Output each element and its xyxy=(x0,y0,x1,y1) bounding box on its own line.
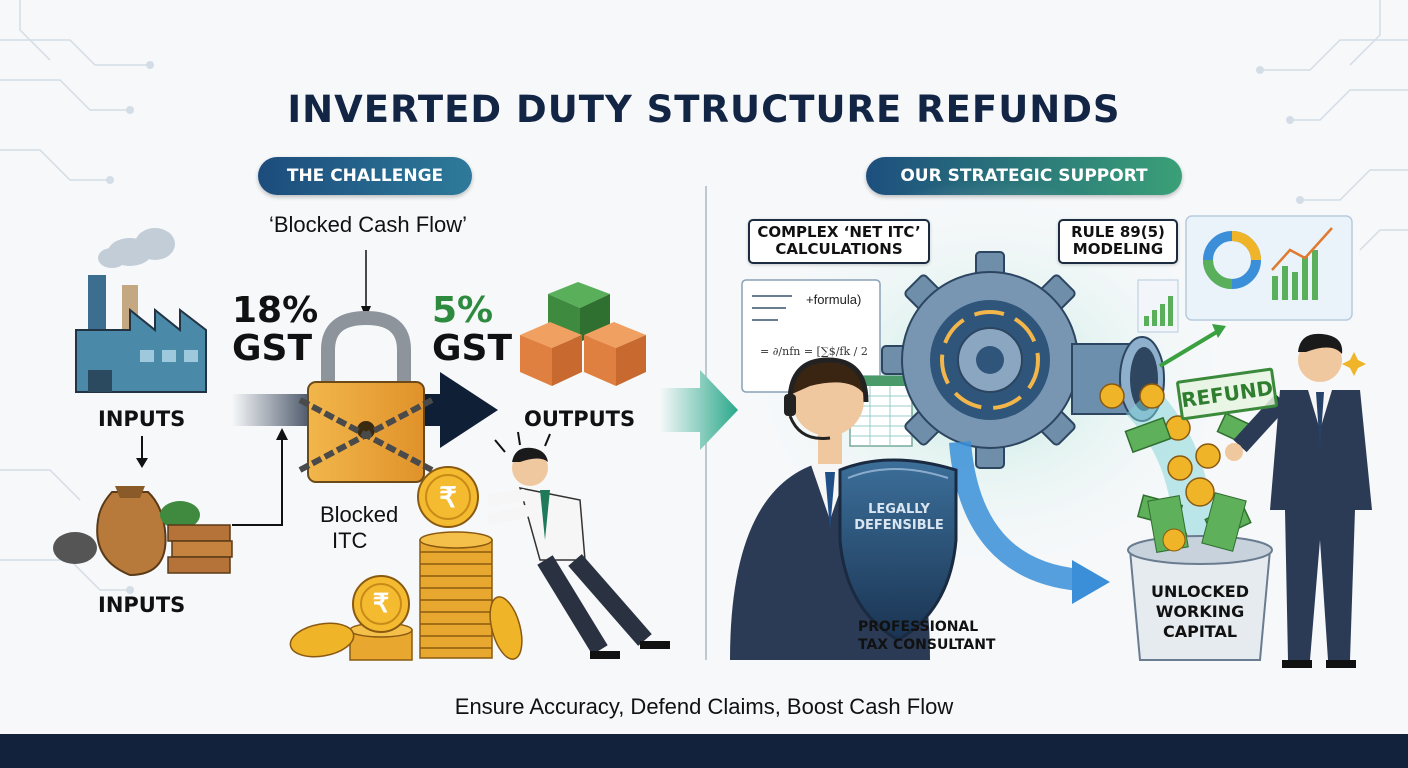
bucket-line3: CAPITAL xyxy=(1162,622,1238,641)
unlocked-working-capital-label: UNLOCKED WORKING CAPITAL xyxy=(1140,582,1260,642)
rupee-coin-icon xyxy=(352,466,479,633)
net-itc-line1: COMPLEX ‘NET ITC’ xyxy=(757,223,921,241)
dashboard-panel xyxy=(1137,215,1353,333)
consultant-line2: TAX CONSULTANT xyxy=(858,637,996,653)
bucket-icon xyxy=(1127,492,1273,661)
consultant-line1: PROFESSIONAL xyxy=(858,619,979,635)
inputs-label-bottom: INPUTS xyxy=(98,593,186,617)
rule-line1: RULE 89(5) xyxy=(1071,223,1165,241)
inputs-label-top: INPUTS xyxy=(98,407,186,431)
blocked-itc-line2: ITC xyxy=(332,528,368,553)
cloud-icon xyxy=(98,228,175,268)
bucket-line2: WORKING xyxy=(1155,602,1245,621)
bucket-line1: UNLOCKED xyxy=(1151,582,1249,601)
shield-icon xyxy=(838,458,958,642)
shield-line1: LEGALLY xyxy=(868,502,930,517)
output-gst-label: GST xyxy=(432,328,513,369)
input-gst-label: GST xyxy=(232,328,313,369)
rupee-symbol-bottom: ₹ xyxy=(372,588,390,618)
raw-materials-icon xyxy=(53,486,233,577)
transition-arrow xyxy=(660,370,738,450)
rule-line2: MODELING xyxy=(1072,240,1164,258)
presenter-businessman-figure xyxy=(1225,333,1372,668)
legally-defensible-label: LEGALLY DEFENSIBLE xyxy=(846,502,952,534)
blocked-itc-line1: Blocked xyxy=(320,502,399,527)
challenge-pill: THE CHALLENGE xyxy=(258,157,472,195)
blocked-itc-label: Blocked ITC xyxy=(320,502,398,554)
input-rate-value: 18% xyxy=(232,290,319,331)
professional-tax-consultant-label: PROFESSIONAL TAX CONSULTANT xyxy=(858,618,995,654)
rupee-symbol-top: ₹ xyxy=(439,482,457,513)
svg-text:= ∂/nfn = [∑$/fk / 2: = ∂/nfn = [∑$/fk / 2 xyxy=(760,345,868,358)
blocked-cash-flow-quote: ‘Blocked Cash Flow’ xyxy=(268,212,468,237)
padlock-icon xyxy=(298,310,434,483)
sparkle-icon xyxy=(1342,352,1366,376)
output-rate-value: 5% xyxy=(432,290,494,331)
tagline: Ensure Accuracy, Defend Claims, Boost Ca… xyxy=(454,694,954,719)
factory-icon xyxy=(75,275,207,393)
page-title: INVERTED DUTY STRUCTURE REFUNDS xyxy=(287,88,1121,131)
net-itc-line2: CALCULATIONS xyxy=(775,240,903,258)
support-illustration: = ∂/nfn = [∑$/fk / 2 xyxy=(660,180,1372,668)
rule-89-modeling-label: RULE 89(5) MODELING xyxy=(1058,219,1178,264)
net-itc-calculations-label: COMPLEX ‘NET ITC’ CALCULATIONS xyxy=(748,219,930,264)
outputs-label: OUTPUTS xyxy=(524,407,636,431)
gear-icon xyxy=(881,251,1099,469)
input-gst-rate: 18% GST xyxy=(232,292,318,368)
footer-bar xyxy=(0,734,1408,768)
challenge-illustration xyxy=(53,228,670,661)
output-gst-rate: 5% GST xyxy=(432,292,512,368)
shield-line2: DEFENSIBLE xyxy=(854,518,944,533)
stressed-businessman-figure xyxy=(486,431,670,659)
formula-label: +formula) xyxy=(806,292,862,307)
product-boxes-icon xyxy=(520,282,646,386)
